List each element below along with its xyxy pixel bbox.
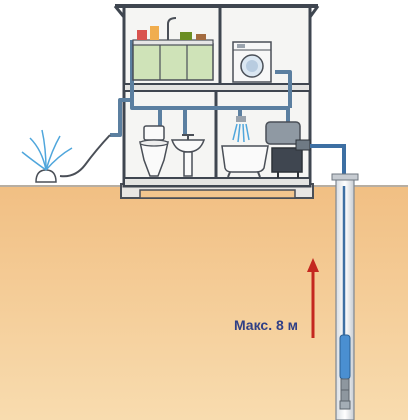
depth-arrow (307, 258, 319, 338)
washing-machine-icon (232, 41, 272, 83)
borehole-pump-icon (339, 334, 351, 410)
kitchen-sink-icon (132, 17, 214, 81)
toilet-icon (139, 125, 169, 177)
bathtub-icon (221, 145, 269, 178)
roof-edge-right (308, 5, 320, 18)
pump-station-icon (265, 121, 311, 178)
washbasin-icon (170, 134, 206, 177)
well-pipe-top (310, 144, 346, 186)
garden-sprinkler-icon (21, 129, 73, 183)
shower-icon (232, 116, 250, 143)
roof-edge-left (113, 5, 126, 18)
garden-hose (59, 134, 111, 178)
house-foundation-gap (139, 189, 296, 199)
lower-floor-slab (123, 177, 311, 187)
upper-floor-slab (123, 83, 311, 92)
depth-label: Макс. 8 м (234, 317, 298, 333)
